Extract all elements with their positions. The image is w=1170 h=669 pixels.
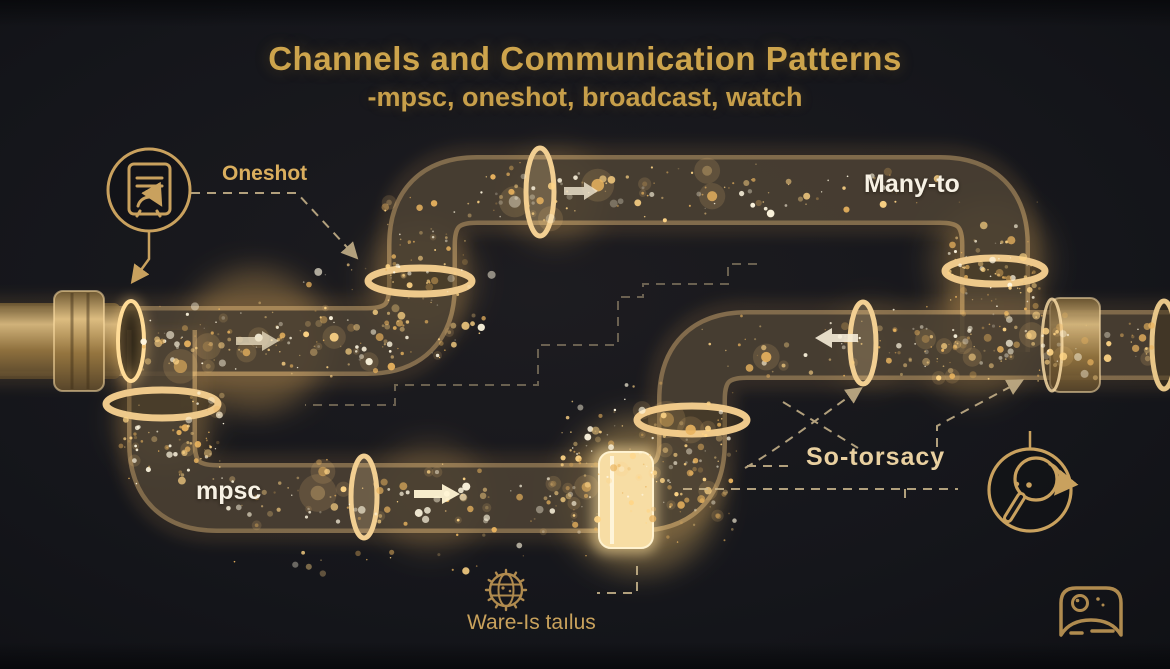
bright-coupling bbox=[592, 446, 658, 554]
label-mpsc: mpsc bbox=[196, 477, 262, 505]
search-refresh-icon bbox=[987, 447, 1079, 533]
flow-arrow-left bbox=[815, 328, 858, 348]
flow-arrow-right-1 bbox=[236, 331, 279, 351]
inlet-coupling bbox=[0, 290, 147, 392]
cross-line-down bbox=[782, 401, 859, 449]
flow-arrow-right-3 bbox=[414, 484, 460, 504]
cross-line-up bbox=[744, 387, 863, 469]
flow-arrow-right-2 bbox=[564, 182, 598, 200]
label-oneshot: Oneshot bbox=[222, 162, 308, 185]
globe-corner-line bbox=[597, 566, 638, 594]
right-coupling bbox=[1040, 297, 1101, 393]
webcam-face-icon bbox=[1059, 586, 1123, 637]
dashed-staircase bbox=[305, 263, 757, 406]
certificate-icon bbox=[106, 147, 192, 233]
flow-arrows bbox=[236, 182, 858, 504]
label-many-to: Many-to bbox=[864, 170, 960, 198]
annotation-lines bbox=[191, 192, 1024, 594]
certificate-tether bbox=[130, 231, 151, 285]
label-ware-is: Ware-Is taılus bbox=[467, 611, 596, 634]
oneshot-pointer-line bbox=[191, 192, 359, 260]
icon-tethers bbox=[130, 231, 1032, 449]
coupling-pointer-line bbox=[936, 379, 1024, 447]
page-title: Channels and Communication Patterns bbox=[268, 40, 902, 77]
label-so-torsacy: So-torsacy bbox=[806, 443, 946, 471]
gold-particles bbox=[118, 157, 1155, 577]
globe-gear-icon bbox=[484, 568, 528, 612]
page-subtitle: -mpsc, oneshot, broadcast, watch bbox=[367, 82, 803, 112]
